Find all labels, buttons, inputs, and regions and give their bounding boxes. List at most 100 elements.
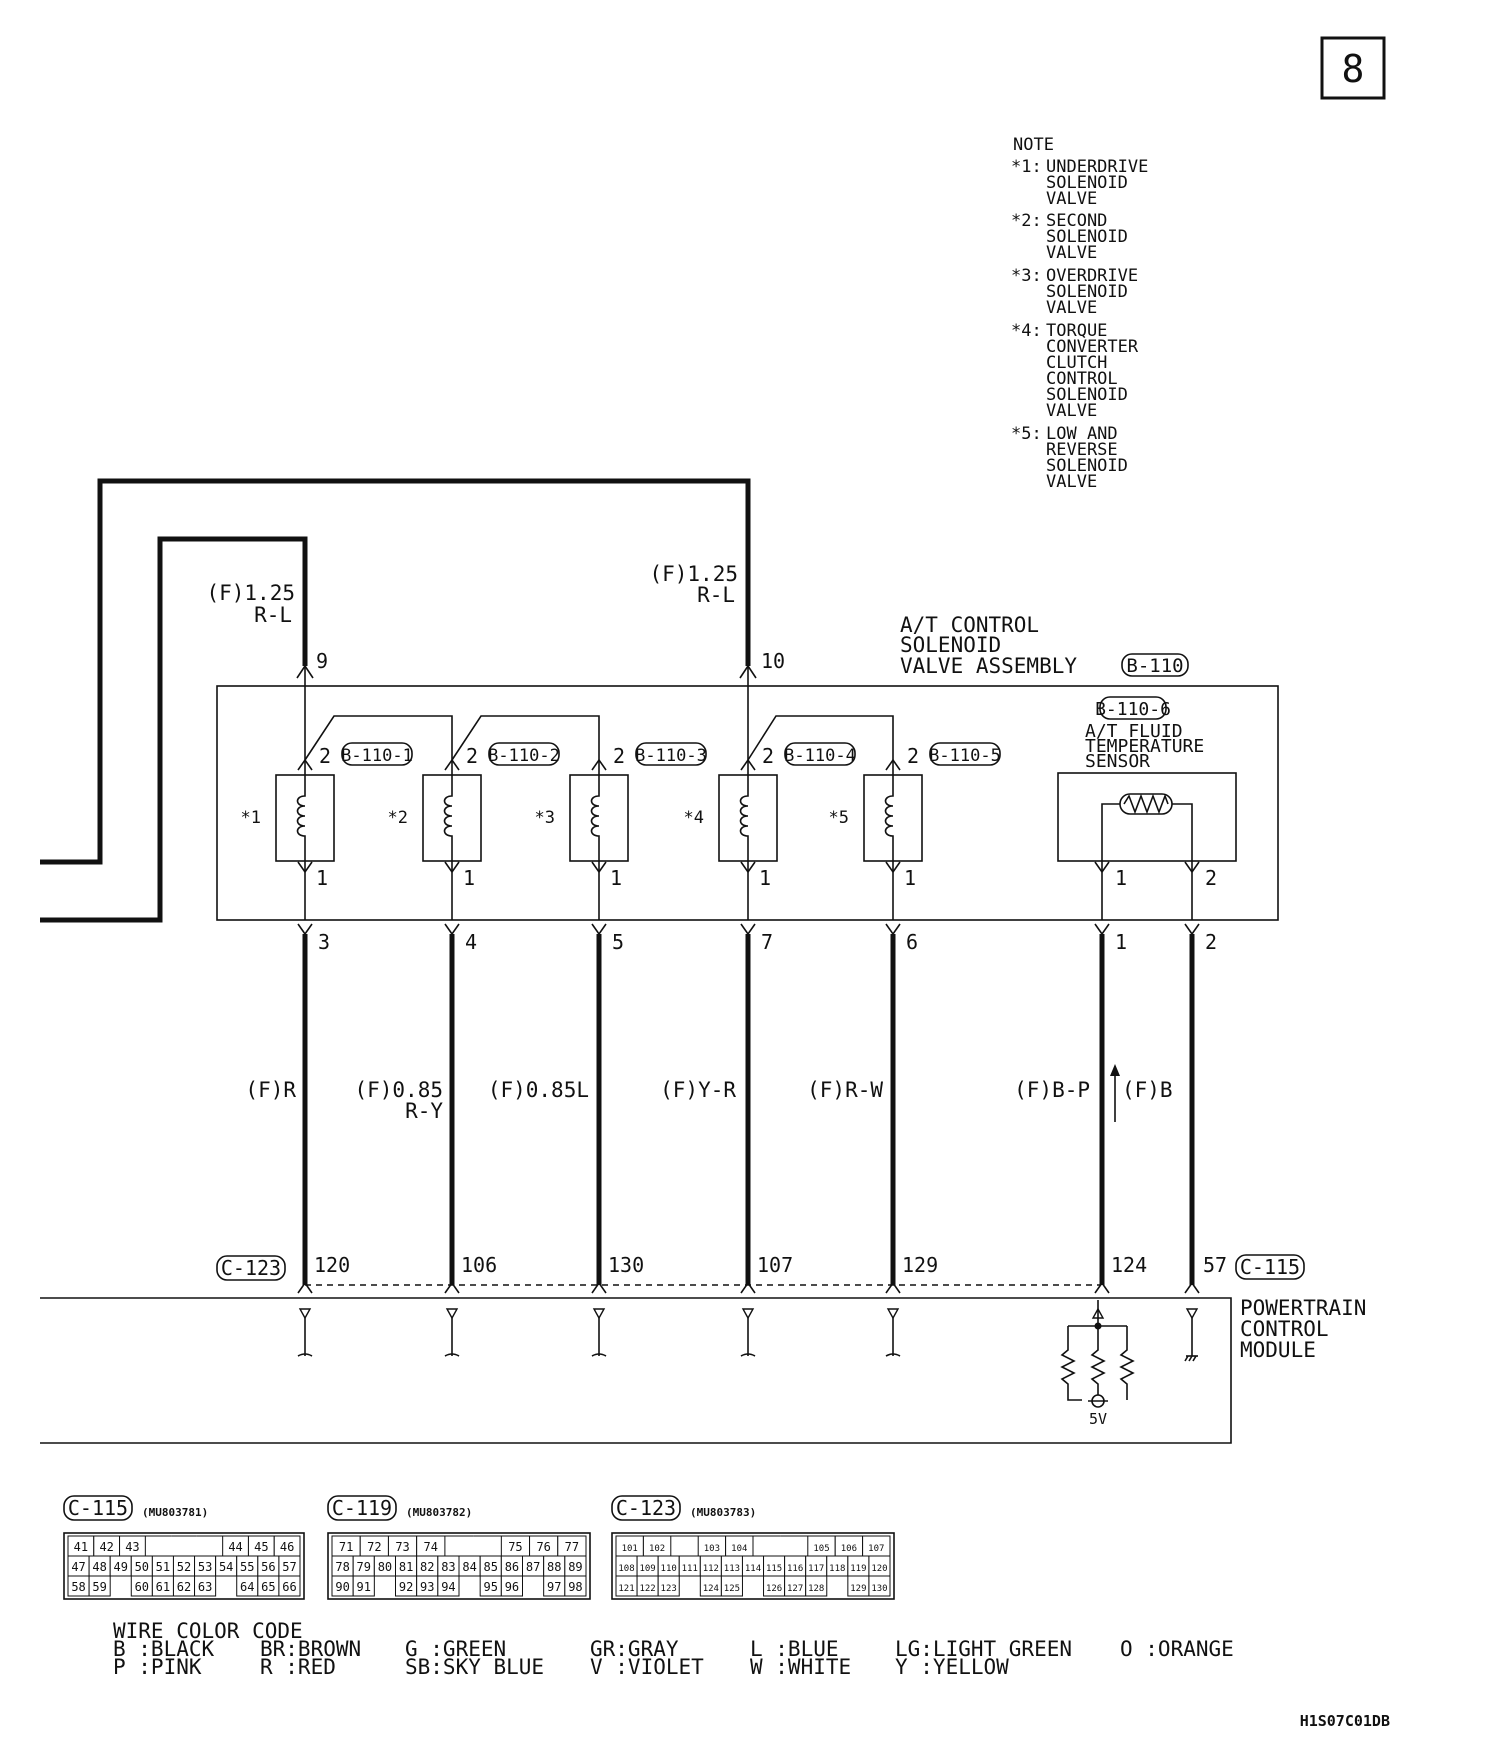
harness-pin: 1 bbox=[1115, 930, 1127, 954]
pin-chevron-icon bbox=[1094, 923, 1110, 936]
connector-cell-label: 73 bbox=[395, 1540, 409, 1554]
svg-text:B-110-3: B-110-3 bbox=[635, 746, 707, 766]
temperature-sensor: B-110-6 A/T FLUID TEMPERATURE SENSOR bbox=[1057, 696, 1237, 862]
note-line: UNDERDRIVE bbox=[1046, 157, 1148, 177]
connector-cell-label: 126 bbox=[766, 1584, 782, 1594]
connector-cell-label: 90 bbox=[335, 1580, 349, 1594]
wire-label: (F)0.85L bbox=[488, 1078, 589, 1102]
connector-cell-label: 81 bbox=[399, 1560, 413, 1574]
connector-cell-label: 87 bbox=[526, 1560, 540, 1574]
feed-wire-inner bbox=[40, 536, 308, 923]
solenoid-bottom-pin: 1 bbox=[610, 866, 622, 890]
connector-cell-label: 54 bbox=[219, 1560, 233, 1574]
terminal-end-icon bbox=[740, 1353, 756, 1357]
connector-cell-label: 94 bbox=[441, 1580, 455, 1594]
pin-chevron-icon bbox=[297, 923, 313, 936]
wire-label: (F)R bbox=[245, 1078, 296, 1102]
pcm-pin: 106 bbox=[461, 1253, 497, 1277]
solenoid-bottom-pin: 1 bbox=[316, 866, 328, 890]
svg-text:B-110-4: B-110-4 bbox=[784, 746, 856, 766]
connector-cell-label: 109 bbox=[639, 1564, 655, 1574]
connector-cell-label: 65 bbox=[261, 1580, 275, 1594]
feed-wire-label: R-L bbox=[254, 603, 292, 627]
svg-text:C-123: C-123 bbox=[616, 1496, 676, 1520]
svg-text:B-110-5: B-110-5 bbox=[929, 746, 1001, 766]
connector-cell-label: 59 bbox=[92, 1580, 106, 1594]
svg-text:B-110: B-110 bbox=[1126, 655, 1183, 677]
solenoid-connector-tag: B-110-5 bbox=[929, 742, 1001, 766]
coil-icon bbox=[443, 760, 453, 872]
pin-chevron-icon bbox=[740, 1281, 756, 1294]
connector-cell bbox=[500, 1575, 524, 1597]
connector-part-number: (MU803782) bbox=[406, 1506, 472, 1519]
pin-chevron-icon bbox=[591, 758, 607, 771]
note-line: OVERDRIVE bbox=[1046, 266, 1138, 286]
pcm-terminal bbox=[740, 1308, 756, 1357]
connector-cell-label: 63 bbox=[198, 1580, 212, 1594]
feed-pin: 9 bbox=[316, 649, 328, 673]
connector-cell-label: 45 bbox=[254, 1540, 268, 1554]
pin-chevron-icon bbox=[885, 923, 901, 936]
connector-cell-label: 48 bbox=[92, 1560, 106, 1574]
terminal-end-icon bbox=[885, 1353, 901, 1357]
wire-color-code: WIRE COLOR CODE B :BLACK BR:BROWN G :GRE… bbox=[113, 1619, 1234, 1679]
connector-cell-label: 92 bbox=[399, 1580, 413, 1594]
pcm-title-line: POWERTRAIN bbox=[1240, 1296, 1366, 1320]
connector-cell-label: 93 bbox=[420, 1580, 434, 1594]
color-code: Y :YELLOW bbox=[895, 1655, 1009, 1679]
pin-chevron-icon bbox=[444, 758, 460, 771]
connector-cell-label: 47 bbox=[71, 1560, 85, 1574]
thermistor-icon bbox=[1119, 793, 1173, 815]
connector-cell-label: 83 bbox=[441, 1560, 455, 1574]
sensor-box bbox=[1057, 772, 1237, 862]
wire-color-code-title: WIRE COLOR CODE bbox=[113, 1619, 303, 1643]
sensor-title-line: TEMPERATURE bbox=[1085, 736, 1204, 757]
sensor-title-line: A/T FLUID bbox=[1085, 721, 1183, 742]
sensor-title-line: SENSOR bbox=[1085, 751, 1150, 772]
note-line: SOLENOID bbox=[1046, 227, 1128, 247]
connector-cell-label: 95 bbox=[484, 1580, 498, 1594]
connector-cell bbox=[352, 1575, 375, 1597]
pcm-right-connector-tag: C-115 bbox=[1235, 1254, 1305, 1280]
solenoid-feed-jumpers bbox=[304, 666, 894, 761]
pcm-terminal bbox=[444, 1308, 460, 1357]
harness-pin: 7 bbox=[761, 930, 773, 954]
svg-text:C-115: C-115 bbox=[68, 1496, 128, 1520]
connector-cell-label: 112 bbox=[703, 1564, 719, 1574]
pcm-5v-network: 5V bbox=[1060, 1300, 1135, 1428]
connector-view-tag: C-119 bbox=[327, 1495, 397, 1521]
note-line: CLUTCH bbox=[1046, 353, 1107, 373]
pcm-title-line: CONTROL bbox=[1240, 1317, 1329, 1341]
connector-cell-label: 71 bbox=[339, 1540, 353, 1554]
svg-text:B-110-6: B-110-6 bbox=[1095, 699, 1171, 720]
connector-cell-label: 61 bbox=[156, 1580, 170, 1594]
feed-wire-label: (F)1.25 bbox=[206, 581, 295, 605]
wire-label: (F)Y-R bbox=[660, 1078, 736, 1102]
connector-cell-label: 116 bbox=[787, 1564, 803, 1574]
pin-chevron-icon bbox=[740, 758, 756, 771]
note-line: SOLENOID bbox=[1046, 173, 1128, 193]
svg-text:C-119: C-119 bbox=[332, 1496, 392, 1520]
connector-outline bbox=[327, 1532, 591, 1600]
connector-cell bbox=[437, 1575, 460, 1597]
color-code: G :GREEN bbox=[405, 1637, 506, 1661]
connector-cell-label: 57 bbox=[282, 1560, 296, 1574]
connector-cell bbox=[657, 1575, 680, 1597]
harness-pin: 4 bbox=[465, 930, 477, 954]
note-title: NOTE bbox=[1013, 135, 1054, 155]
note-line: SOLENOID bbox=[1046, 385, 1128, 405]
connector-cell-label: 52 bbox=[177, 1560, 191, 1574]
coil-icon bbox=[590, 760, 600, 872]
note-mark-5: *5: bbox=[1011, 424, 1042, 444]
solenoid-connector-tag: B-110-1 bbox=[341, 742, 413, 766]
connector-cell-label: 124 bbox=[703, 1584, 719, 1594]
svg-text:B-110-2: B-110-2 bbox=[488, 746, 560, 766]
feed-wire-label: R-L bbox=[697, 583, 735, 607]
assembly-title-line: A/T CONTROL bbox=[900, 613, 1039, 637]
